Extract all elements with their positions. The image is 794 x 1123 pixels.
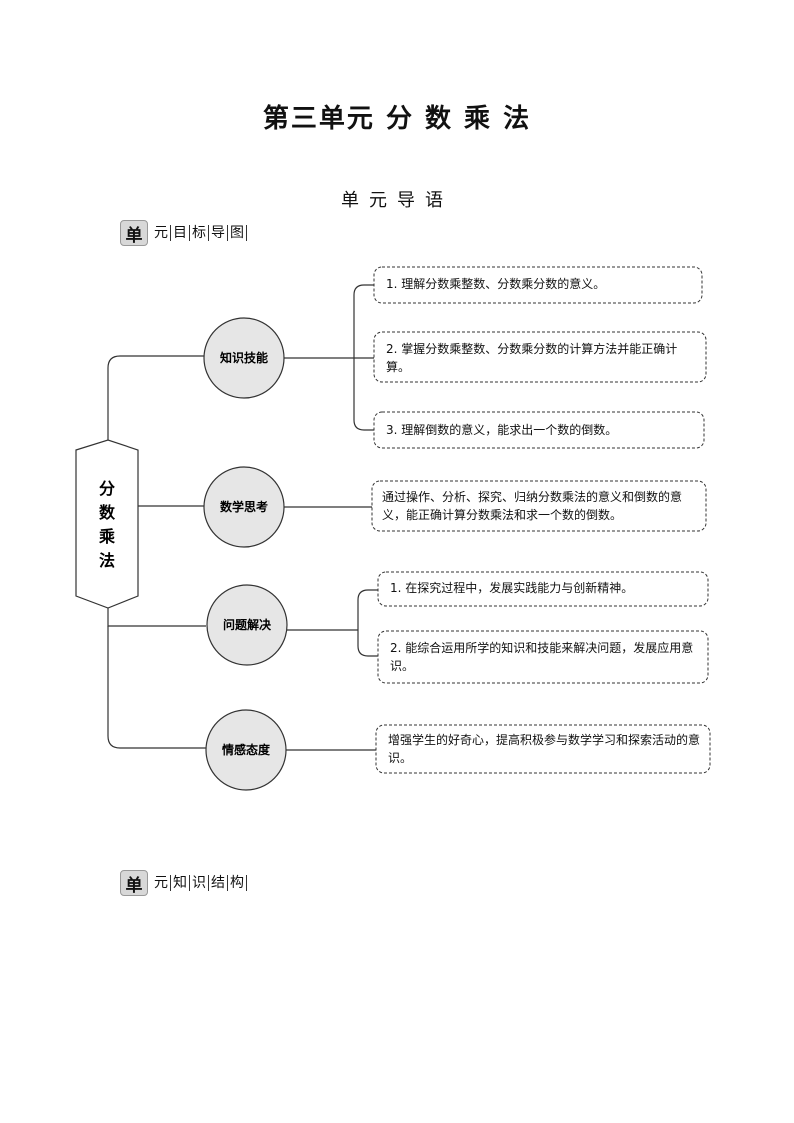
goal-box xyxy=(377,571,709,607)
heading-char: 构 xyxy=(228,875,247,891)
root-node xyxy=(75,439,139,609)
heading-char: 元 xyxy=(152,225,171,241)
goal-text: 2. 能综合运用所学的知识和技能来解决问题，发展应用意识。 xyxy=(390,641,694,673)
branch-label: 数学思考 xyxy=(220,499,268,514)
branch-label: 问题解决 xyxy=(223,617,272,632)
heading-char: 知 xyxy=(171,875,190,891)
root-char: 乘 xyxy=(98,527,115,546)
unit-goal-map-heading: 单 元 目 标 导 图 xyxy=(120,220,247,246)
goal-text: 1. 在探究过程中，发展实践能力与创新精神。 xyxy=(390,581,634,595)
connector xyxy=(357,589,378,657)
goal-box xyxy=(371,480,707,532)
goal-text: 增强学生的好奇心，提高积极参与数学学习和探索活动的意识。 xyxy=(388,733,701,765)
heading-badge: 单 xyxy=(120,870,148,896)
goal-box xyxy=(375,724,711,774)
root-char: 数 xyxy=(99,503,116,522)
goal-text: 通过操作、分析、探究、归纳分数乘法的意义和倒数的意义，能正确计算分数乘法和求一个… xyxy=(382,490,683,522)
goal-box xyxy=(377,630,709,684)
section-intro-title: 单元导语 xyxy=(341,190,453,211)
goal-text: 2. 掌握分数乘整数、分数乘分数的计算方法并能正确计算。 xyxy=(386,342,678,374)
heading-badge: 单 xyxy=(120,220,148,246)
root-char: 法 xyxy=(99,551,115,570)
connector xyxy=(107,626,206,749)
branch-label: 知识技能 xyxy=(219,350,268,365)
branch-label: 情感态度 xyxy=(222,742,271,757)
heading-char: 目 xyxy=(171,225,190,241)
heading-char: 导 xyxy=(209,225,228,241)
connector xyxy=(107,608,206,627)
page-title: 第三单元 分 数 乘 法 xyxy=(262,104,532,134)
unit-knowledge-structure-heading: 单 元 知 识 结 构 xyxy=(120,870,247,896)
root-char: 分 xyxy=(99,479,115,498)
heading-char: 图 xyxy=(228,225,247,241)
goal-text: 3. 理解倒数的意义，能求出一个数的倒数。 xyxy=(386,423,618,437)
goal-box xyxy=(373,331,707,383)
branch-node xyxy=(206,584,288,666)
goal-text: 1. 理解分数乘整数、分数乘分数的意义。 xyxy=(386,277,606,291)
heading-char: 结 xyxy=(209,875,228,891)
heading-char: 元 xyxy=(152,875,171,891)
heading-char: 标 xyxy=(190,225,209,241)
heading-char: 识 xyxy=(190,875,209,891)
goal-box xyxy=(373,266,703,304)
goal-box xyxy=(373,411,705,449)
connector xyxy=(107,355,204,440)
